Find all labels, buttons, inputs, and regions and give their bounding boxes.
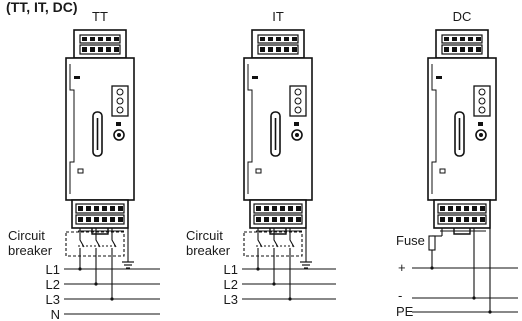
it-breaker-label-1: Circuit [186, 228, 223, 243]
it-line-l2: L2 [224, 277, 238, 292]
dc-line-pe: PE [396, 304, 414, 319]
dc-label: DC [453, 9, 472, 24]
tt-line-n: N [51, 307, 60, 321]
tt-label: TT [92, 9, 108, 24]
tt-diagram: TT [8, 9, 160, 321]
tt-power-supply-icon [65, 29, 135, 235]
tt-breaker-label-2: breaker [8, 243, 53, 258]
it-line-l3: L3 [224, 292, 238, 307]
it-power-supply-icon [243, 29, 313, 235]
it-ground-icon [300, 261, 312, 269]
tt-breaker-label-1: Circuit [8, 228, 45, 243]
dc-line-minus: - [398, 288, 402, 303]
dc-diagram: DC Fuse + - PE [396, 9, 518, 319]
dc-power-supply-icon [427, 29, 497, 235]
tt-ground-icon [122, 261, 134, 269]
it-breaker-box [243, 231, 303, 257]
dc-line-plus: + [398, 260, 406, 275]
dc-fuse-label: Fuse [396, 233, 425, 248]
tt-line-l3: L3 [46, 292, 60, 307]
tt-line-l1: L1 [46, 262, 60, 277]
tt-line-l2: L2 [46, 277, 60, 292]
it-line-l1: L1 [224, 262, 238, 277]
it-breaker-label-2: breaker [186, 243, 231, 258]
diagram-title: (TT, IT, DC) [6, 0, 78, 15]
it-label: IT [272, 9, 284, 24]
it-diagram: IT [186, 9, 336, 307]
dc-fuse-icon [428, 235, 436, 251]
tt-breaker-box [65, 231, 125, 257]
